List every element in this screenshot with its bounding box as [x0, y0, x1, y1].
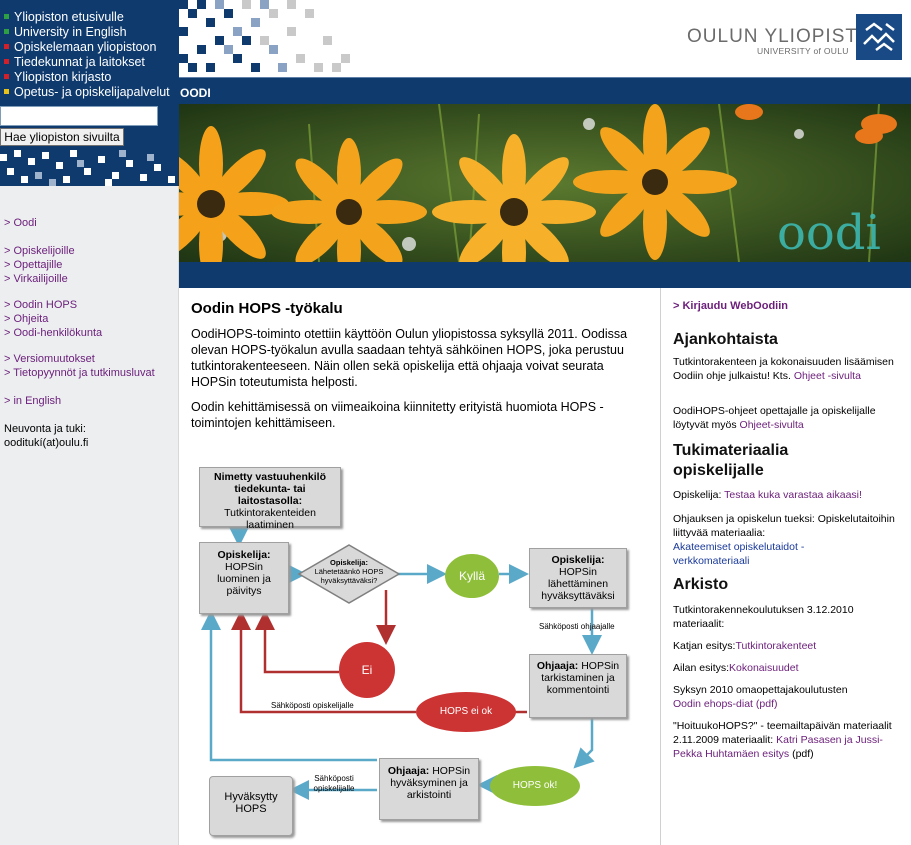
flow-box-supervisor-check: Ohjaaja: HOPSin tarkistaminen ja komment… [529, 654, 627, 718]
topnav-item-english[interactable]: University in English [4, 25, 170, 40]
bullet-icon [4, 44, 9, 49]
flowchart-arrows [201, 527, 602, 800]
bullet-icon [4, 89, 9, 94]
university-logo-icon[interactable] [856, 14, 902, 60]
archive-item-1: Tutkintorakennekoulutuksen 3.12.2010 mat… [673, 604, 854, 630]
support-heading: Tukimateriaalia opiskelijalle [673, 442, 789, 479]
news-heading: Ajankohtaista [673, 331, 778, 348]
search-input[interactable] [0, 106, 158, 126]
column-divider [660, 288, 661, 845]
section-bar: OODI [179, 77, 911, 104]
archive-item-3: Ailan esitys:Kokonaisuudet [673, 662, 799, 674]
sidebar-item-oodi[interactable]: > Oodi [4, 217, 37, 229]
archive-link-presentation[interactable]: Katri Pasasen ja Jussi- Pekka Huhtamäen … [673, 734, 883, 760]
page-title: Oodin HOPS -työkalu [191, 300, 343, 317]
bullet-icon [4, 74, 9, 79]
archive-link-kokonaisuudet[interactable]: Kokonaisuudet [729, 662, 799, 674]
pixel-decoration [0, 146, 179, 186]
archive-heading: Arkisto [673, 576, 729, 593]
bullet-icon [4, 59, 9, 64]
flowers-image: oodi [179, 104, 911, 262]
flow-box-responsible: Nimetty vastuuhenkilö tiedekunta- tai la… [199, 467, 341, 531]
intro-paragraph: OodiHOPS-toiminto otettiin käyttöön Oulu… [191, 327, 628, 389]
top-nav: Yliopiston etusivulle University in Engl… [4, 10, 170, 100]
oodi-logo-text: oodi [777, 205, 881, 261]
sidebar-item-opiskelijoille[interactable]: > Opiskelijoille [4, 245, 75, 257]
topnav-item-tiedekunnat[interactable]: Tiedekunnat ja laitokset [4, 55, 170, 70]
hero-bottom-bar [179, 262, 911, 288]
topnav-item-palvelut[interactable]: Opetus- ja opiskelijapalvelut [4, 85, 170, 100]
sidebar-item-oodin-hops[interactable]: > Oodin HOPS [4, 299, 78, 311]
hops-flowchart: Nimetty vastuuhenkilö tiedekunta- tai la… [199, 460, 639, 845]
support-item-1: Opiskelija: Testaa kuka varastaa aikaasi… [673, 489, 862, 501]
topnav-item-kirjasto[interactable]: Yliopiston kirjasto [4, 70, 170, 85]
flow-hops-not-ok: HOPS ei ok [416, 692, 516, 732]
flow-yes: Kyllä [445, 554, 499, 598]
flow-box-approved-hops: Hyväksytty HOPS [209, 776, 293, 836]
support-item-2: Ohjauksen ja opiskelun tueksi: Opiskelut… [673, 513, 895, 567]
logo-subtitle: UNIVERSITY of OULU [757, 46, 849, 56]
pixel-decoration [179, 0, 350, 72]
archive-link-ehops-slides[interactable]: Oodin ehops-diat (pdf) [673, 698, 778, 710]
support-link-study-skills[interactable]: Akateemiset opiskelutaidot -verkkomateri… [673, 541, 805, 567]
sidebar-item-henkilokunta[interactable]: > Oodi-henkilökunta [4, 327, 103, 339]
archive-link-tutkintorakenteet[interactable]: Tutkintorakenteet [735, 640, 817, 652]
flow-box-supervisor-approve: Ohjaaja: HOPSin hyväksyminen ja arkistoi… [379, 758, 479, 820]
sidebar-item-virkailijoille[interactable]: > Virkailijoille [4, 273, 68, 285]
flow-box-student-create: Opiskelija:HOPSin luominen ja päivitys [199, 542, 289, 614]
archive-item-2: Katjan esitys:Tutkintorakenteet [673, 640, 817, 652]
flow-decision: Opiskelija:Lähetetäänkö HOPS hyväksyttäv… [314, 558, 384, 585]
support-label: Neuvonta ja tuki: [4, 423, 86, 435]
logo-title: OULUN YLIOPISTO [687, 26, 874, 47]
left-header: Yliopiston etusivulle University in Engl… [0, 0, 179, 186]
hero-image: oodi [179, 104, 911, 262]
search-button[interactable]: Hae yliopiston sivuilta [0, 128, 124, 146]
bullet-icon [4, 14, 9, 19]
sidebar-item-opettajille[interactable]: > Opettajille [4, 259, 63, 271]
flow-no: Ei [339, 642, 395, 698]
support-email: ooditukí(at)oulu.fi [4, 437, 89, 449]
topnav-item-etusivu[interactable]: Yliopiston etusivulle [4, 10, 170, 25]
sidebar-item-ohjeita[interactable]: > Ohjeita [4, 313, 49, 325]
archive-item-4: Syksyn 2010 omaopettajakoulutusten Oodin… [673, 684, 848, 710]
right-column: > Kirjaudu WebOodiin Ajankohtaista Tutki… [661, 288, 911, 845]
news-link-ohjeet[interactable]: Ohjeet -sivulta [793, 370, 861, 382]
flow-label-email-supervisor: Sähköposti ohjaajalle [539, 622, 615, 631]
news-link-ohjeet-2[interactable]: Ohjeet-sivulta [739, 419, 804, 431]
sidebar-item-versiomuutokset[interactable]: > Versiomuutokset [4, 353, 95, 365]
news-item-2: OodiHOPS-ohjeet opettajalle ja opiskelij… [673, 405, 876, 431]
sidebar-item-tietopyynnot[interactable]: > Tietopyynnöt ja tutkimusluvat [4, 367, 155, 379]
bullet-icon [4, 29, 9, 34]
flow-hops-ok: HOPS ok! [490, 766, 580, 806]
section-label: OODI [180, 86, 211, 100]
topnav-item-opiskelemaan[interactable]: Opiskelemaan yliopistoon [4, 40, 170, 55]
flow-label-email-student-2: Sähköposti opiskelijalle [313, 774, 355, 793]
sidebar-item-english[interactable]: > in English [4, 395, 62, 407]
support-link-time-thief[interactable]: Testaa kuka varastaa aikaasi! [724, 489, 862, 501]
news-item-1: Tutkintorakenteen ja kokonaisuuden lisää… [673, 356, 894, 382]
flow-box-student-send: Opiskelija: HOPSin lähettäminen hyväksyt… [529, 548, 627, 608]
weboodi-login-link[interactable]: > Kirjaudu WebOodiin [673, 300, 788, 312]
archive-item-5: "HoituukoHOPS?" - teemailtapäivän materi… [673, 720, 892, 760]
left-sidebar: > Oodi > Opiskelijoille > Opettajille > … [0, 186, 179, 845]
flow-label-email-student: Sähköposti opiskelijalle [271, 701, 354, 710]
development-paragraph: Oodin kehittämisessä on viimeaikoina kii… [191, 400, 604, 430]
top-banner: OULUN YLIOPISTO UNIVERSITY of OULU [179, 0, 911, 77]
